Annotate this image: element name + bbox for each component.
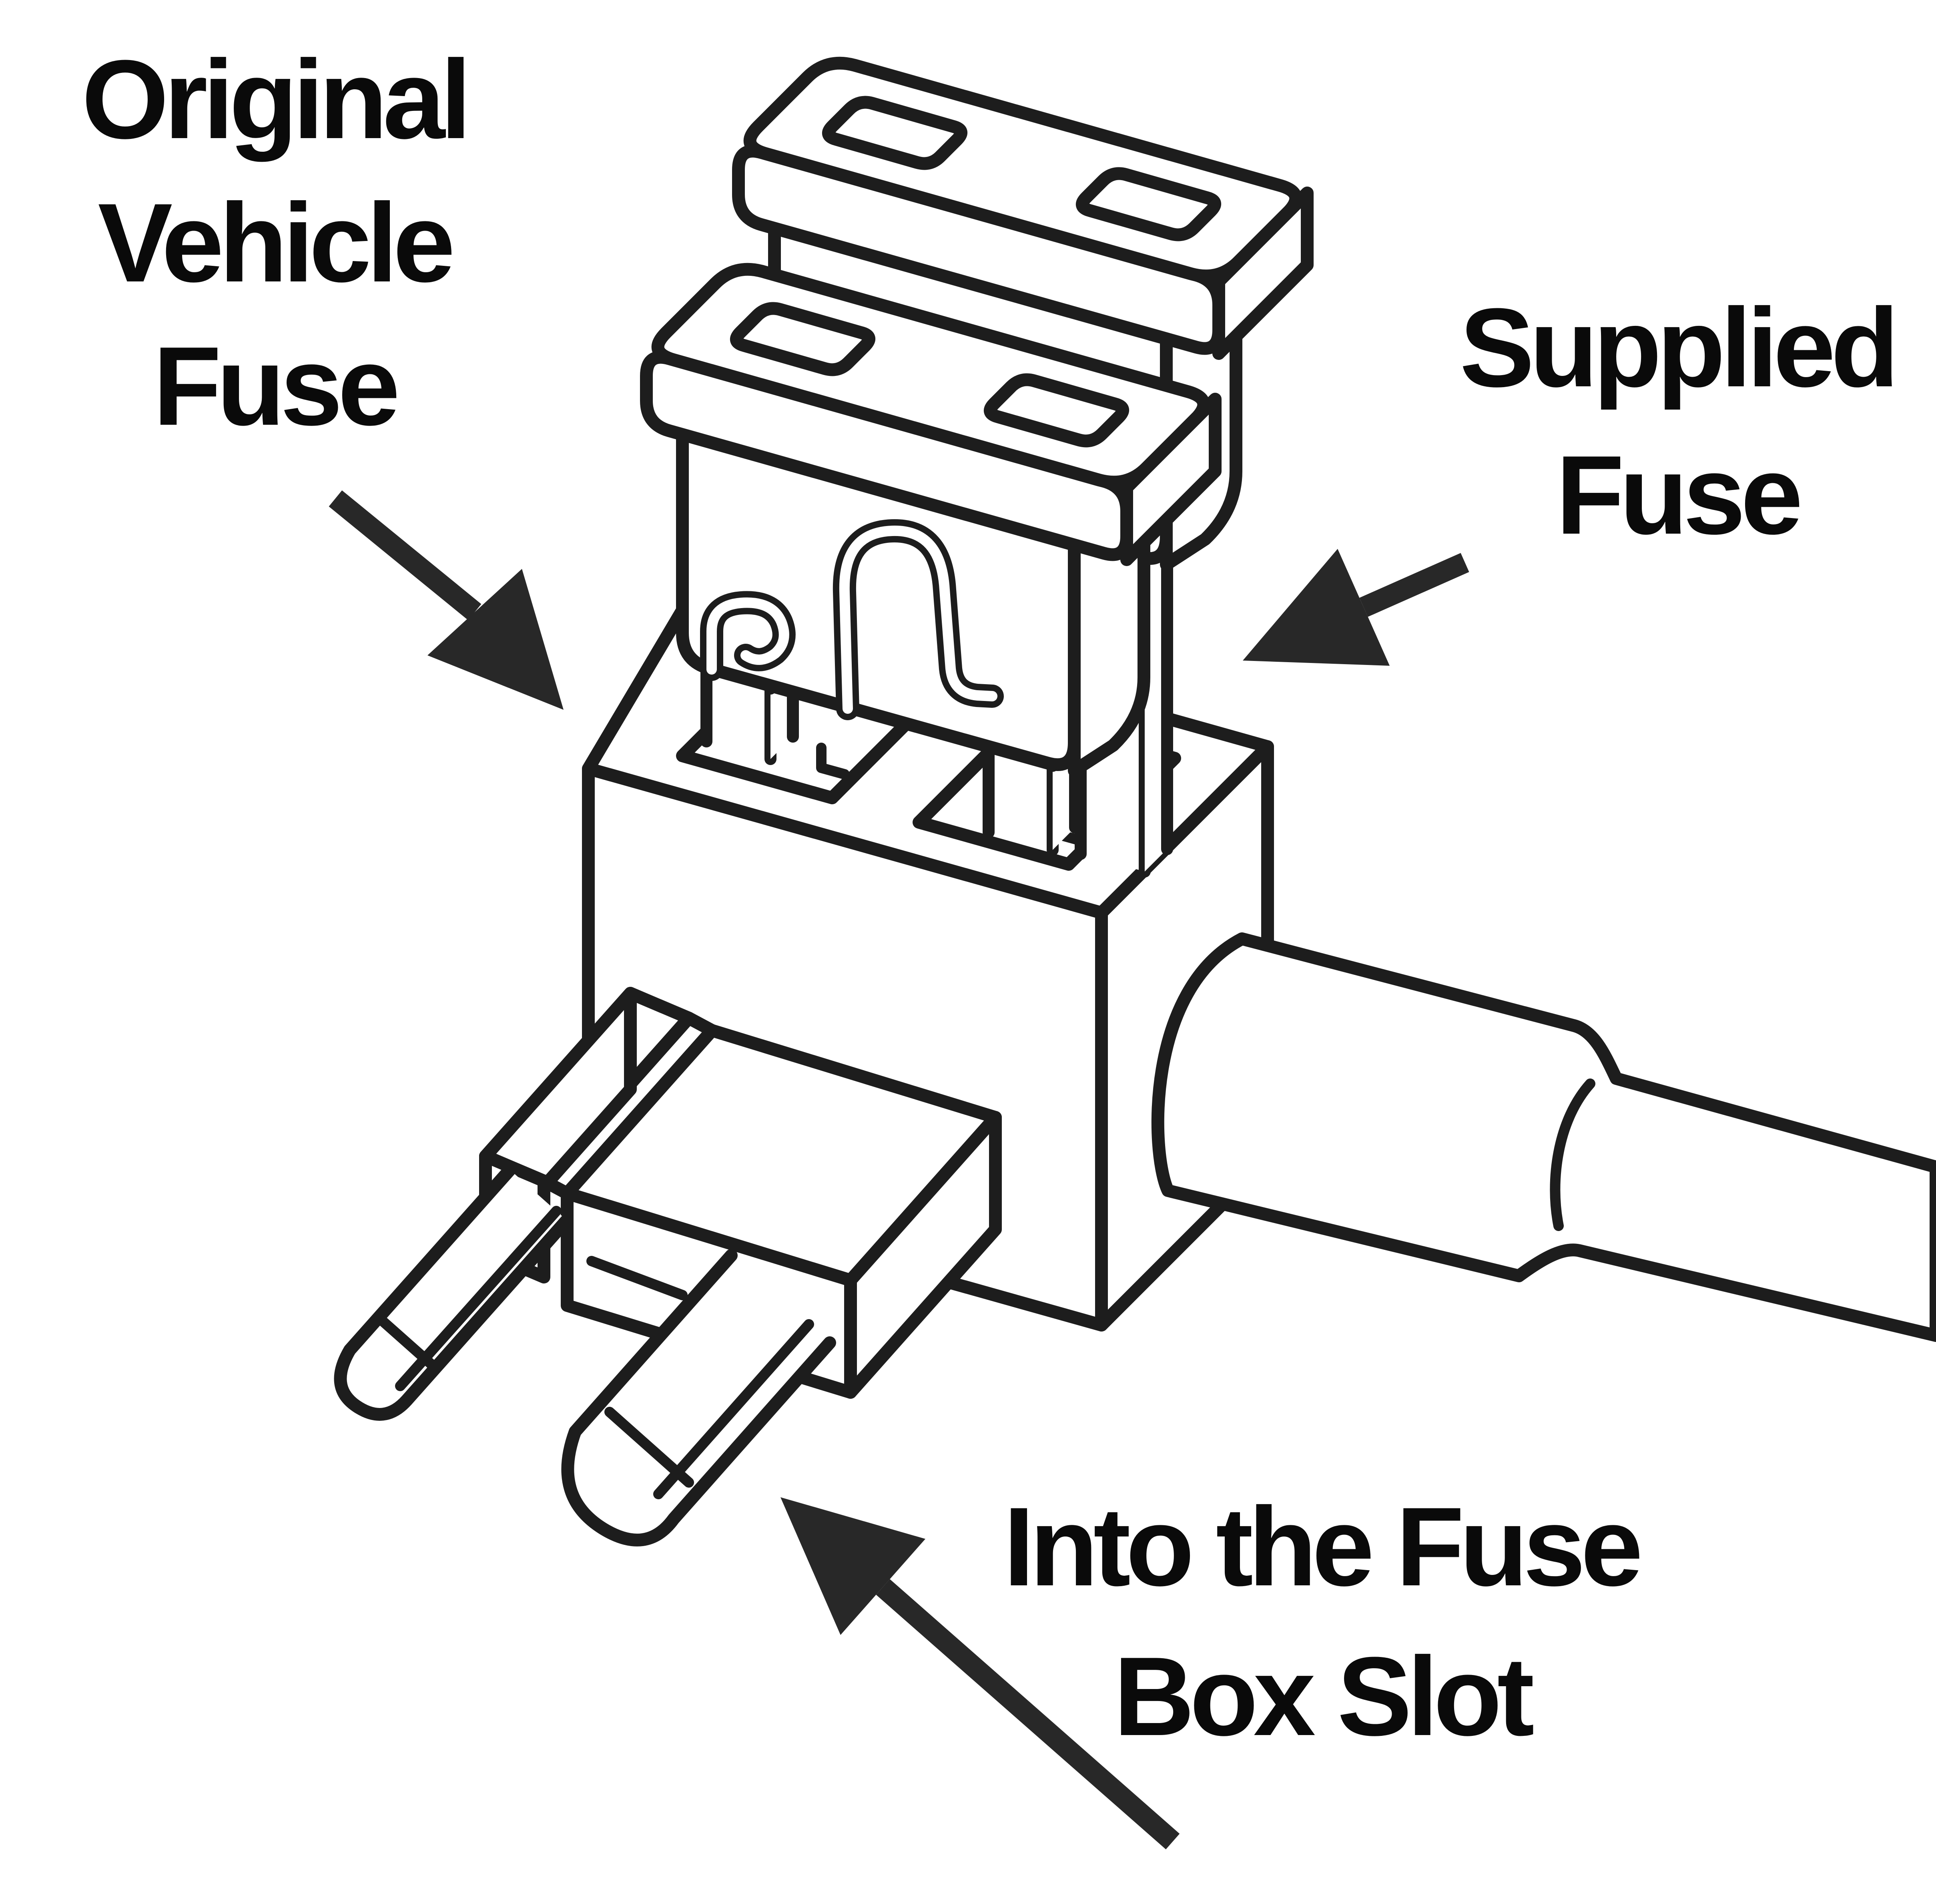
arrow-fuse-box-slot: [780, 1497, 1180, 1850]
original-fuse-cap-window-left: [730, 302, 875, 376]
labels: Original Vehicle Fuse Supplied Fuse Into…: [82, 37, 1899, 1759]
label-original-vehicle-fuse-line-3: Fuse: [153, 324, 397, 449]
arrow-shaft: [329, 490, 481, 621]
wire-boot: [1151, 932, 1936, 1342]
original-fuse-body-front: [676, 428, 1081, 771]
arrow-shaft: [876, 1579, 1180, 1850]
arrow-supplied-fuse: [1243, 549, 1469, 666]
plug-blade-right-side-edge: [653, 1319, 814, 1499]
plug-blade-left: [334, 1163, 573, 1421]
fuse-element-core: [706, 525, 997, 714]
label-original-vehicle-fuse-line-2: Vehicle: [98, 181, 452, 305]
supplied-fuse-cap-window-left: [822, 96, 967, 170]
plug-blade-right: [561, 1249, 836, 1546]
arrow-shaft: [1359, 553, 1469, 617]
slot-left-inner-wall: [816, 743, 850, 779]
arrow-head: [1243, 549, 1390, 666]
original-fuse-cap-window-right: [984, 373, 1129, 448]
plug-notch-line: [586, 1256, 688, 1300]
original-vehicle-fuse: [640, 263, 1222, 856]
plug-flange-right: [844, 1111, 1002, 1399]
supplied-fuse-cap-window-right: [1076, 167, 1221, 241]
plug-blade-right-tip-line: [604, 1407, 694, 1488]
label-supplied-fuse-line-2: Fuse: [1556, 433, 1800, 558]
wire-and-boot: [1151, 932, 1936, 1342]
boot-step-arc: [1550, 1079, 1595, 1231]
original-fuse-left-blade: [706, 671, 770, 759]
arrow-original-vehicle-fuse: [329, 490, 564, 710]
arrow-head: [427, 569, 564, 710]
label-original-vehicle-fuse-line-1: Original: [82, 37, 467, 163]
label-fuse-box-slot-line-2: Box Slot: [1113, 1634, 1534, 1759]
original-fuse-cap-end: [1120, 393, 1222, 566]
supplied-fuse-cap-end: [1212, 187, 1314, 360]
label-fuse-box-slot-line-1: Into the Fuse: [1003, 1484, 1640, 1609]
plug-blade-left-tip-line: [373, 1312, 441, 1373]
arrow-head: [780, 1497, 925, 1635]
fuse-box-plug: [334, 987, 1002, 1546]
original-fuse-right-blade: [989, 748, 1053, 850]
label-supplied-fuse-line-1: Supplied: [1460, 285, 1894, 411]
